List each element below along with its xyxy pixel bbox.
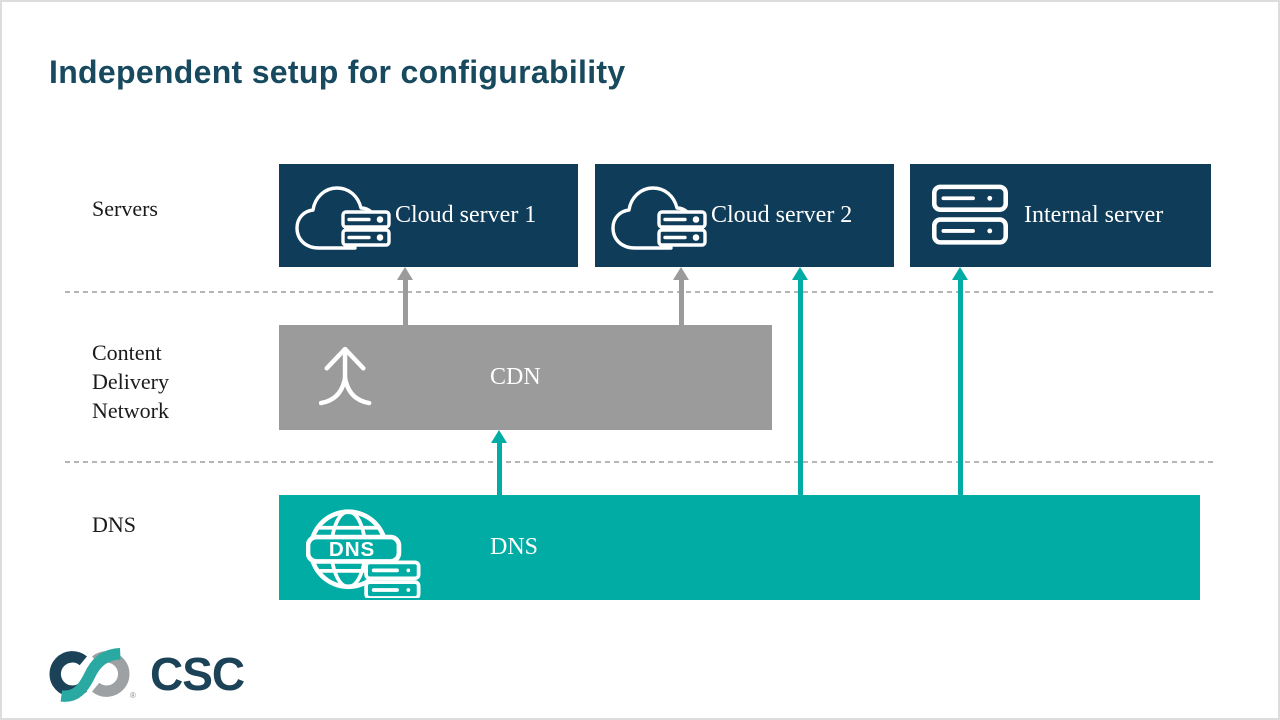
csc-logo: ® CSC: [49, 644, 245, 704]
arrow-dns-to-internal-server: [952, 267, 968, 496]
row-label-dns: DNS: [92, 512, 137, 537]
registered-mark: ®: [130, 691, 136, 700]
arrow-head: [952, 267, 968, 280]
arrow-head: [673, 267, 689, 280]
arrow-stem: [957, 279, 963, 496]
arrow-head: [792, 267, 808, 280]
arrow-cdn-to-cloud-server-2: [673, 267, 689, 326]
arrow-dns-to-cloud-server-2: [792, 267, 808, 496]
arrow-dns-to-cdn: [491, 430, 507, 496]
cloud-server-icon: [611, 186, 707, 250]
globe-dns-icon-text: DNS: [329, 538, 375, 561]
page-title: Independent setup for configurability: [49, 54, 626, 90]
dashed-divider-servers-cdn: [65, 291, 1213, 293]
csc-logo-text: CSC: [150, 648, 245, 700]
globe-dns-icon: DNS: [306, 509, 421, 598]
arrow-stem: [496, 442, 502, 496]
arrow-stem: [402, 279, 408, 326]
dns-box-label: DNS: [490, 534, 539, 560]
merge-arrows-icon: [319, 346, 372, 406]
server-box-label: Cloud server 2: [711, 202, 853, 228]
server-box-internal: Internal server: [910, 164, 1211, 267]
server-box-label: Internal server: [1024, 202, 1164, 228]
arrow-head: [397, 267, 413, 280]
server-rack-icon: [932, 184, 1008, 245]
arrow-stem: [797, 279, 803, 496]
cloud-server-icon: [295, 186, 391, 250]
arrow-head: [491, 430, 507, 443]
cdn-box-label: CDN: [490, 364, 541, 390]
server-box-cloud-1: Cloud server 1: [279, 164, 578, 267]
arrow-cdn-to-cloud-server-1: [397, 267, 413, 326]
server-box-cloud-2: Cloud server 2: [595, 164, 894, 267]
dns-box: DNS DNS: [279, 495, 1200, 600]
row-label-servers: Servers: [92, 196, 158, 221]
csc-logo-mark-icon: ®: [49, 648, 136, 702]
row-label-content-delivery-network: Content Delivery Network: [92, 340, 169, 423]
server-box-label: Cloud server 1: [395, 202, 537, 228]
arrow-stem: [678, 279, 684, 326]
cdn-box: CDN: [279, 325, 772, 430]
dashed-divider-cdn-dns: [65, 461, 1213, 463]
